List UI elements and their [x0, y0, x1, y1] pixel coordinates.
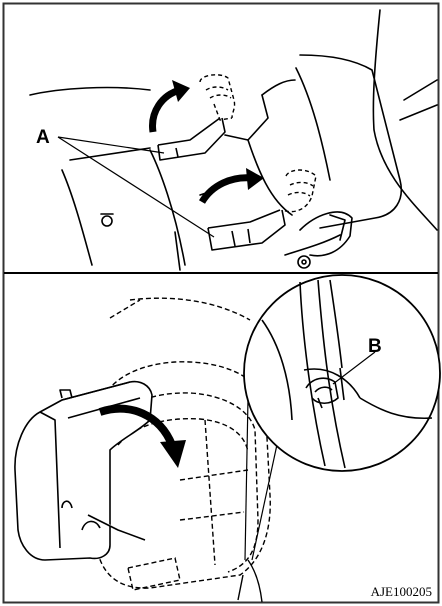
callout-b-label: B — [368, 336, 382, 357]
callout-a-label: A — [36, 127, 50, 148]
figure-code: AJE100205 — [371, 584, 432, 599]
